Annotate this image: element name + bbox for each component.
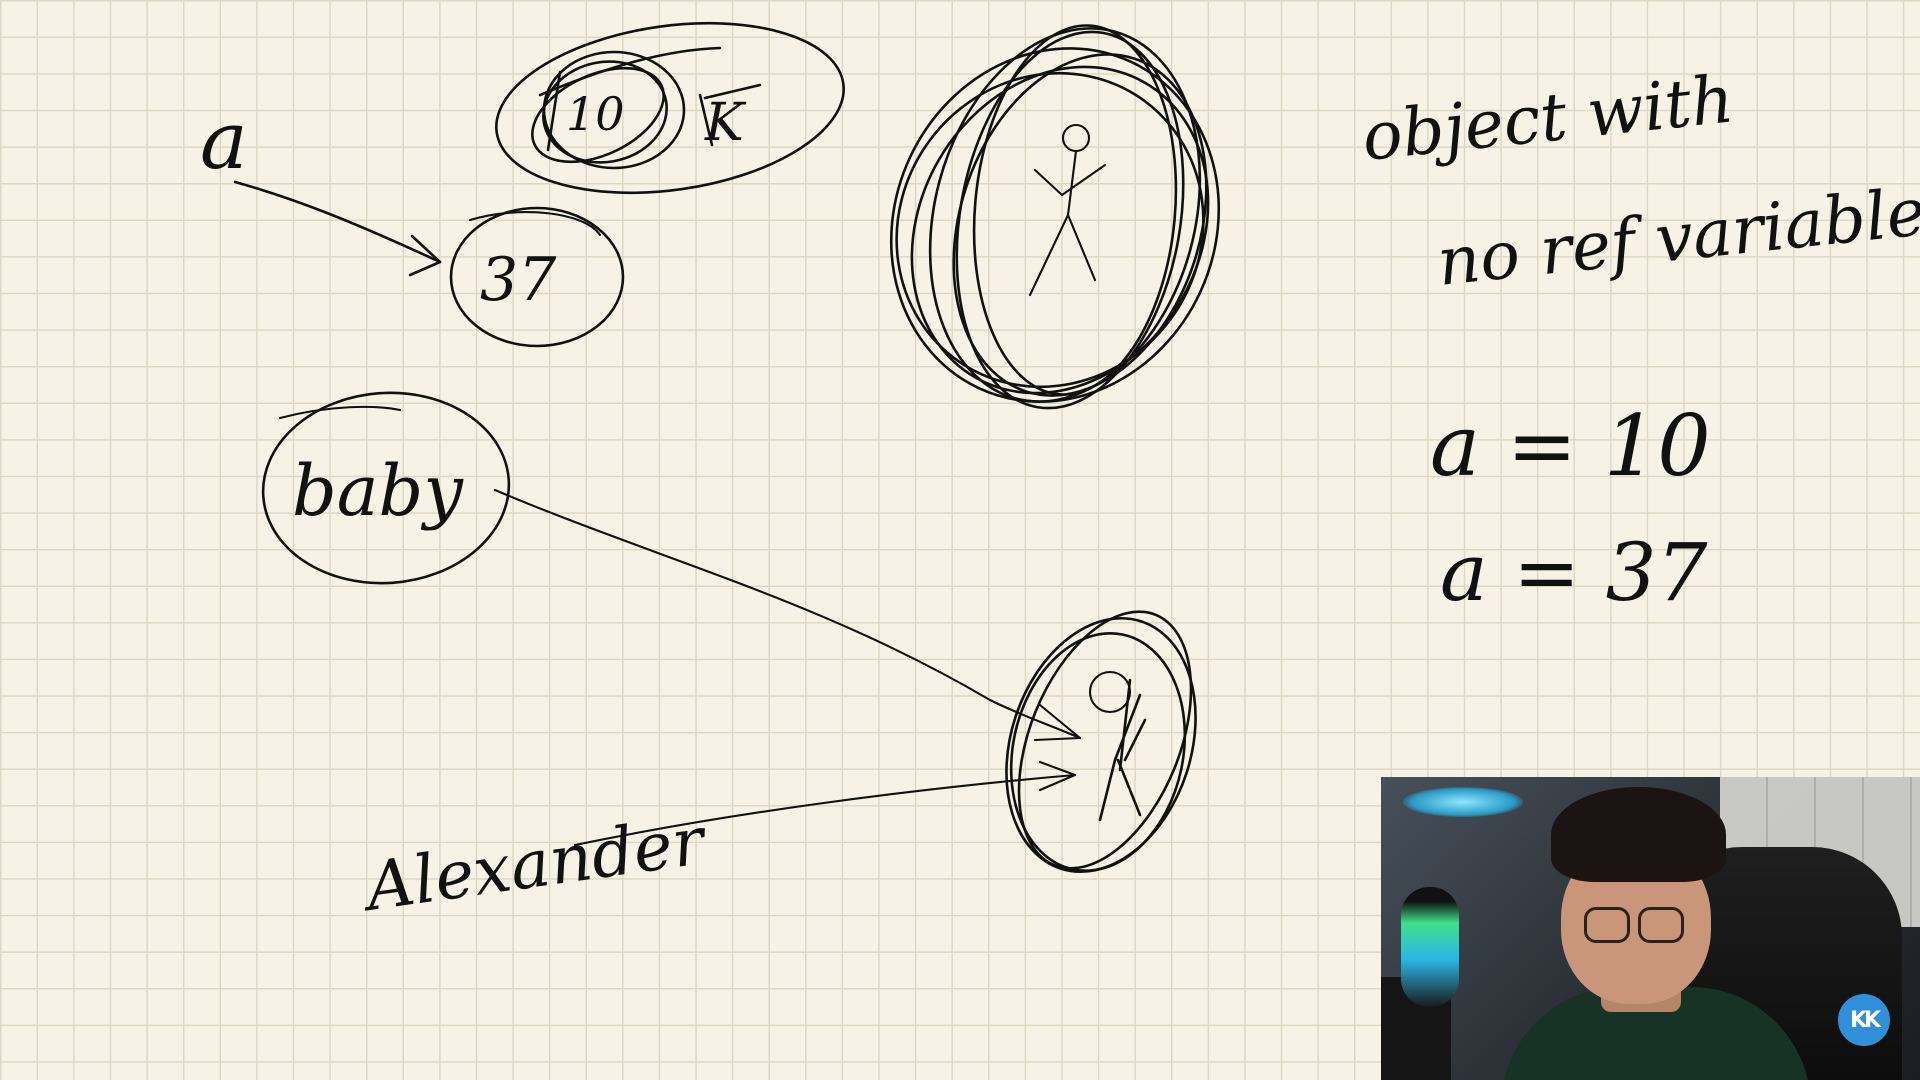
webcam-lamp-light — [1403, 787, 1523, 817]
object-10-value: 10 — [566, 87, 625, 141]
arrow-baby-to-object — [493, 488, 1082, 742]
object-37-value: 37 — [480, 245, 557, 315]
note-line-1: object with — [1359, 60, 1738, 176]
stick-figure-icon — [1028, 123, 1107, 297]
webcam-overlay: KK — [1381, 777, 1920, 1080]
note-line-2: no ref variable. — [1434, 171, 1920, 301]
presenter-glasses-right — [1638, 907, 1684, 943]
shared-object-stick-figure-icon — [1088, 670, 1147, 822]
unreferenced-object-scribble — [889, 24, 1221, 410]
object-10-crossed-circle — [495, 21, 845, 195]
object-37-circle — [449, 206, 625, 348]
object-baby-label: baby — [292, 450, 464, 532]
arrow-alexander-to-object — [573, 760, 1077, 847]
arrow-a-to-37 — [233, 180, 442, 277]
assignment-a-37: a = 37 — [1440, 526, 1707, 619]
assignment-a-10: a = 10 — [1430, 397, 1711, 495]
object-10-suffix: K — [704, 93, 747, 153]
object-baby-circle — [261, 391, 511, 585]
presenter-hair — [1551, 787, 1726, 882]
channel-logo: KK — [1838, 994, 1890, 1046]
alexander-label: Alexander — [356, 802, 713, 927]
variable-a-label: a — [200, 94, 248, 187]
microphone-icon — [1401, 887, 1459, 1007]
presenter-glasses-left — [1584, 907, 1630, 943]
shared-object-circle — [1005, 610, 1197, 874]
